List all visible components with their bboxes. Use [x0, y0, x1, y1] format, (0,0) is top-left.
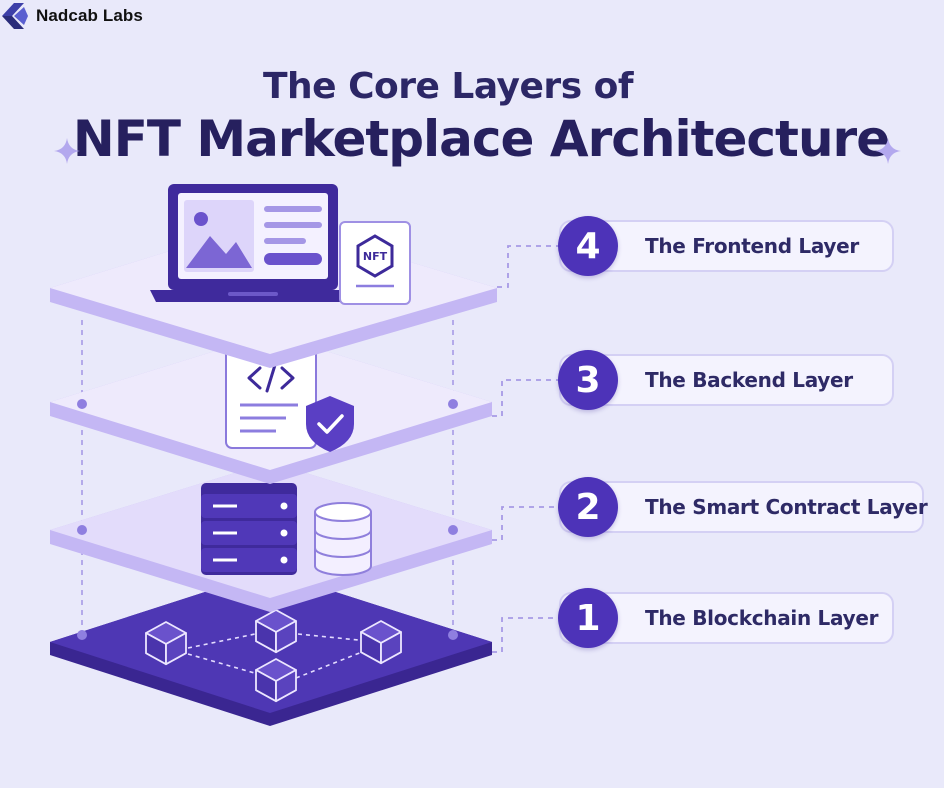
nadcab-logo-icon [2, 3, 28, 29]
smart-contract-platform [50, 462, 492, 612]
nft-card-icon: NFT [339, 221, 411, 305]
shield-check-icon [306, 396, 354, 452]
title-line-1: The Core Layers of [262, 66, 634, 107]
block-cube-icon [145, 621, 187, 666]
brand-name: Nadcab Labs [36, 6, 143, 25]
layer-number-badge: 1 [558, 588, 618, 648]
block-cube-icon [255, 658, 297, 703]
layer-label: The Blockchain Layer [645, 606, 879, 630]
code-document-icon [212, 338, 317, 449]
layer-number-badge: 2 [558, 477, 618, 537]
frontend-platform: NFT [50, 184, 497, 368]
sparkle-icon [875, 138, 901, 164]
brand: Nadcab Labs [0, 0, 143, 32]
layer-pill-smart-contract: The Smart Contract Layer [559, 481, 928, 533]
laptop-icon [150, 184, 356, 302]
layer-label: The Smart Contract Layer [645, 495, 928, 519]
sparkle-icon [54, 138, 80, 164]
block-cube-icon [255, 609, 297, 654]
title-line-2: NFT Marketplace Architecture [72, 110, 890, 168]
pill-connectors [492, 245, 560, 653]
block-cube-icon [360, 620, 402, 665]
layer-number-badge: 3 [558, 350, 618, 410]
blockchain-cubes-icon [187, 633, 363, 679]
backend-platform [50, 334, 492, 484]
blockchain-platform [50, 571, 492, 726]
layer-number-badge: 4 [558, 216, 618, 276]
layer-label: The Frontend Layer [645, 234, 859, 258]
layer-pill-frontend: The Frontend Layer [559, 220, 894, 272]
database-icon [314, 502, 372, 576]
layer-label: The Backend Layer [645, 368, 853, 392]
server-rack-icon [201, 483, 297, 575]
layer-pill-blockchain: The Blockchain Layer [559, 592, 894, 644]
nft-badge-text: NFT [363, 250, 388, 263]
stack-guide-lines [81, 320, 454, 640]
